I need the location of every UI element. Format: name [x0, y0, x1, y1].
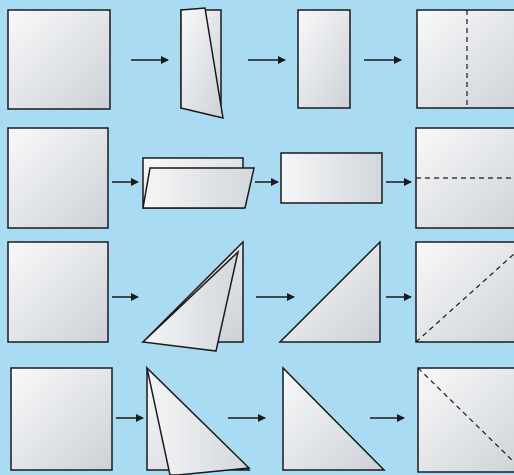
- unfolded-with-diagonal-crease: [415, 241, 514, 343]
- row-diagonal-fold-descending: [10, 365, 514, 475]
- fold-line: [415, 253, 514, 343]
- folded-triangle: [278, 240, 381, 343]
- unfolded-with-horizontal-crease: [415, 127, 514, 229]
- folded-rectangle-vertical: [297, 9, 351, 109]
- folded-triangle: [282, 366, 386, 471]
- folding-diagonally: [145, 365, 251, 475]
- square-paper: [7, 9, 111, 110]
- row-vertical-fold: [7, 7, 514, 119]
- square-paper: [7, 241, 109, 343]
- unfolded-with-vertical-crease: [416, 9, 514, 109]
- square-paper: [7, 127, 109, 229]
- fold-line: [417, 367, 514, 463]
- square-paper: [10, 367, 113, 471]
- row-diagonal-fold-ascending: [7, 240, 514, 352]
- unfolded-with-diagonal-crease: [417, 367, 514, 473]
- folding-diagonally: [141, 240, 244, 352]
- folding-in-half-horizontally: [142, 157, 255, 209]
- row-horizontal-fold: [7, 127, 514, 229]
- folded-rectangle-horizontal: [280, 152, 383, 204]
- folding-in-half-vertically: [180, 7, 224, 119]
